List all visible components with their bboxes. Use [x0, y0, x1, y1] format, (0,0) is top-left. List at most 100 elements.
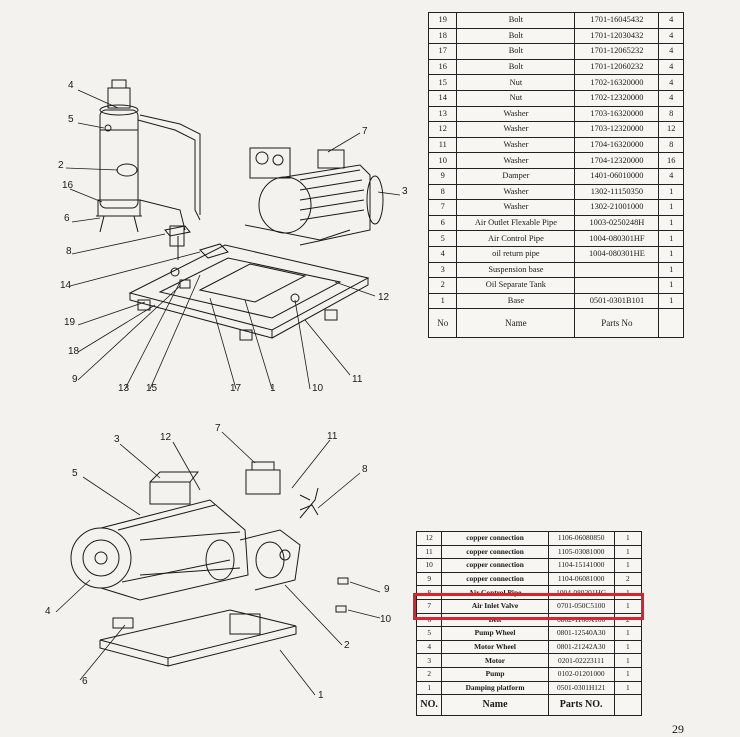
- cell-qty: 1: [613, 666, 643, 682]
- callout-bottom-12: 12: [160, 432, 172, 443]
- cell-name: Base: [456, 292, 576, 310]
- cell-no: 16: [427, 58, 458, 76]
- cell-qty: 1: [658, 214, 684, 232]
- callout-bottom-9: 9: [384, 584, 390, 595]
- cell-part-no: 0801-21242A30: [547, 639, 615, 655]
- cell-name: Bolt: [456, 43, 576, 60]
- cell-part-no: 1702-12320000: [574, 89, 660, 107]
- cell-name: Bolt: [456, 27, 576, 45]
- cell-part-no: 1704-16320000: [574, 136, 660, 154]
- cell-no: NO.: [415, 694, 443, 717]
- cell-name: Motor: [441, 653, 549, 668]
- oil-separate-tank-drawing: [96, 79, 201, 247]
- callout-top-10: 10: [312, 383, 324, 394]
- motor-drawing: [244, 147, 384, 246]
- cell-name: Nut: [456, 74, 576, 91]
- cell-qty: 1: [613, 544, 643, 560]
- cell-qty: 1: [613, 626, 643, 641]
- cell-name: Washer: [456, 152, 576, 169]
- cell-qty: 16: [658, 152, 684, 169]
- callout-top-18: 18: [68, 346, 80, 357]
- cell-qty: 4: [658, 27, 684, 45]
- callout-bottom-7: 7: [215, 423, 221, 434]
- cell-name: Bolt: [456, 58, 576, 76]
- cell-part-no: 0102-01201000: [547, 666, 615, 682]
- cell-name: Washer: [456, 136, 576, 154]
- cell-qty: [658, 308, 684, 339]
- cell-no: 12: [427, 121, 458, 138]
- cell-no: 15: [427, 74, 458, 91]
- cell-no: 13: [427, 105, 458, 123]
- cell-qty: 4: [658, 58, 684, 76]
- pump-assembly-drawing: [70, 461, 349, 667]
- base-frame-drawing: [128, 225, 370, 341]
- cell-qty: 4: [658, 74, 684, 91]
- callout-bottom-1: 1: [318, 690, 324, 701]
- cell-qty: 8: [658, 136, 684, 154]
- cell-qty: 1: [658, 230, 684, 247]
- cell-qty: 1: [658, 183, 684, 201]
- cell-name: Pump Wheel: [441, 626, 549, 641]
- cell-no: 6: [427, 214, 458, 232]
- cell-no: 4: [415, 639, 443, 655]
- cell-no: 4: [427, 245, 458, 263]
- callout-top-15: 15: [146, 383, 158, 394]
- cell-name: Motor Wheel: [441, 639, 549, 655]
- callout-top-5: 5: [68, 114, 74, 125]
- cell-no: 1: [415, 680, 443, 696]
- cell-name: Washer: [456, 183, 576, 201]
- cell-part-no: 1703-16320000: [574, 105, 660, 123]
- cell-no: 2: [415, 666, 443, 682]
- cell-name: Damping platform: [441, 680, 549, 696]
- cell-no: 17: [427, 43, 458, 60]
- cell-part-no: 1003-0250248H: [574, 214, 660, 232]
- cell-part-no: 1302-11150350: [574, 183, 660, 201]
- callout-top-13: 13: [118, 383, 130, 394]
- cell-part-no: 1104-06081000: [547, 571, 615, 587]
- callout-bottom-11: 11: [327, 431, 338, 442]
- cell-part-no: 1701-12065232: [574, 43, 660, 60]
- cell-qty: 1: [613, 680, 643, 696]
- cell-part-no: 1701-12060232: [574, 58, 660, 76]
- cell-part-no: [574, 261, 660, 279]
- cell-qty: 1: [613, 639, 643, 655]
- cell-part-no: 1106-06080850: [547, 531, 615, 546]
- cell-part-no: 1701-12030432: [574, 27, 660, 45]
- cell-name: Suspension base: [456, 261, 576, 279]
- cell-name: Damper: [456, 167, 576, 185]
- cell-name: copper connection: [441, 531, 549, 546]
- cell-name: Bolt: [456, 12, 576, 29]
- cell-qty: 1: [658, 245, 684, 263]
- cell-part-no: 0201-02223111: [547, 653, 615, 668]
- cell-part-no: 1105-03081000: [547, 544, 615, 560]
- cell-qty: 4: [658, 43, 684, 60]
- cell-qty: 2: [613, 571, 643, 587]
- cell-no: 18: [427, 27, 458, 45]
- cell-no: 11: [427, 136, 458, 154]
- cell-part-no: 1004-080301HF: [574, 230, 660, 247]
- cell-name: Name: [441, 694, 549, 717]
- callout-bottom-4: 4: [45, 606, 51, 617]
- cell-part-no: 0501-0301H121: [547, 680, 615, 696]
- cell-part-no: 0801-12540A30: [547, 626, 615, 641]
- cell-no: 2: [427, 277, 458, 294]
- cell-no: 3: [427, 261, 458, 279]
- cell-name: Nut: [456, 89, 576, 107]
